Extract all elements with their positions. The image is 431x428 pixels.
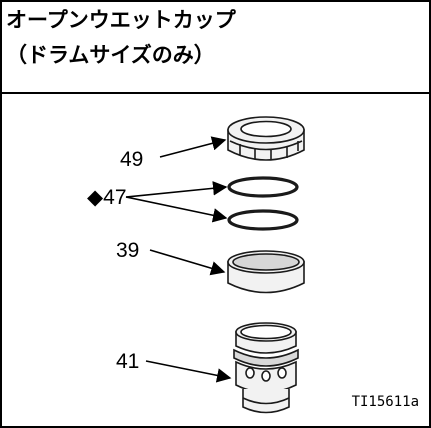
callout-49: 49 [120,148,144,171]
part-49-nut [227,116,305,161]
page-subtitle: （ドラムサイズのみ） [6,43,215,67]
part-41-fitting [233,322,299,414]
callout-39: 39 [116,239,140,262]
part-39-sleeve [227,250,305,294]
callout-41: 41 [116,350,140,373]
leader-49 [159,136,227,158]
leader-41 [145,360,232,383]
leader-lines [125,136,232,383]
leader-47b [125,196,228,223]
page-title: オープンウエットカップ [6,8,236,32]
callout-47: ◆47 [87,186,127,209]
part-47-o-rings [227,176,299,231]
leader-47a [125,181,228,198]
leader-39 [149,249,226,276]
figure-code: TI15611a [351,394,419,410]
